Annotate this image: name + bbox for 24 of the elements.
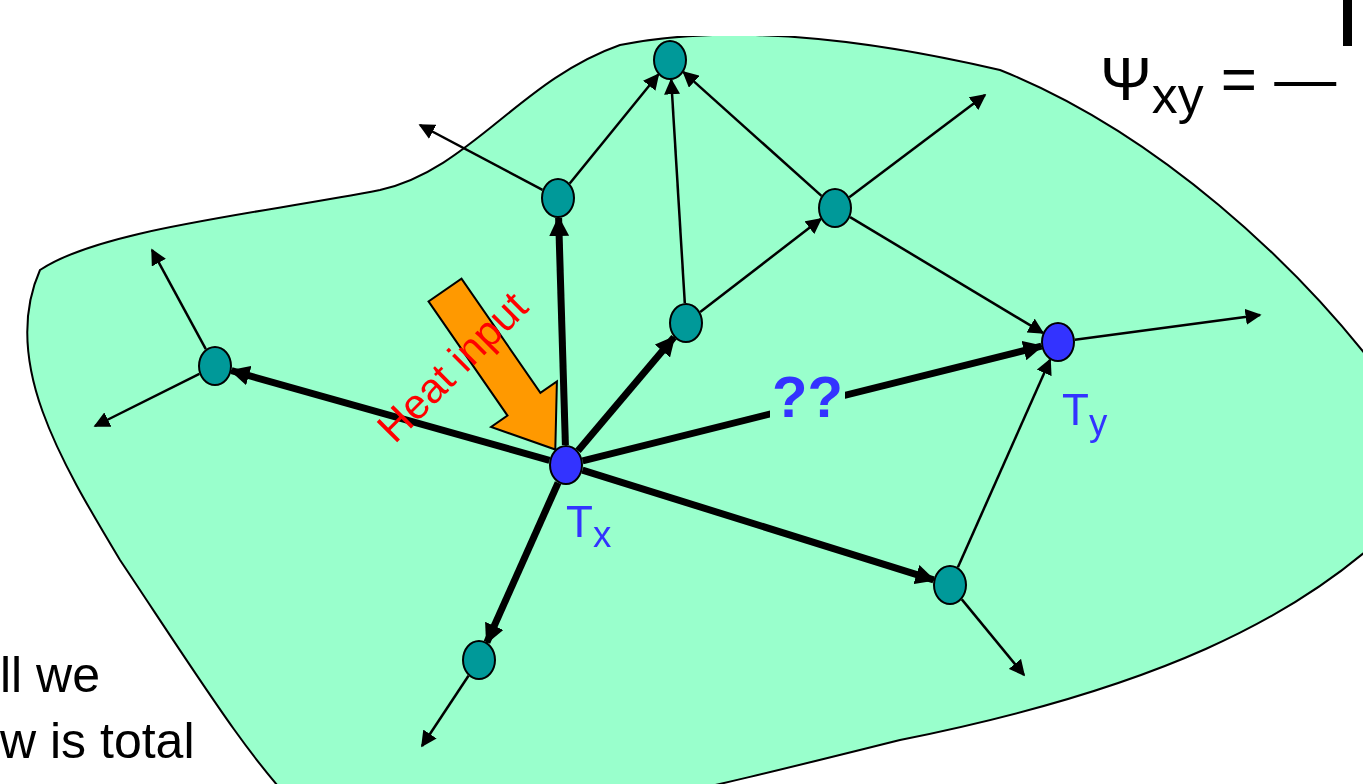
formula: Ψ$_{xy}$ = — [1100, 48, 1337, 123]
arrow [418, 123, 544, 191]
arrow [420, 675, 470, 748]
arrow [229, 365, 551, 464]
arrow [93, 372, 200, 428]
arrow [575, 334, 677, 454]
arrow [956, 358, 1052, 568]
arrow [483, 481, 562, 645]
arrow [699, 218, 823, 313]
arrow [581, 466, 936, 585]
arrow [664, 78, 687, 304]
arrow [1074, 308, 1262, 341]
arrow [549, 216, 570, 446]
arrow [150, 248, 207, 350]
temperature-label: T$_{y}$ [1062, 388, 1108, 442]
block-arrow [427, 277, 558, 451]
arrow [848, 94, 987, 199]
text-fragment: w is total [0, 716, 195, 766]
arrow [682, 71, 823, 197]
arrow [849, 216, 1045, 334]
arrow [960, 598, 1025, 677]
arrow [568, 73, 660, 185]
temperature-label: T$_{x}$ [566, 500, 612, 554]
text-fragment: ll we [0, 650, 101, 700]
